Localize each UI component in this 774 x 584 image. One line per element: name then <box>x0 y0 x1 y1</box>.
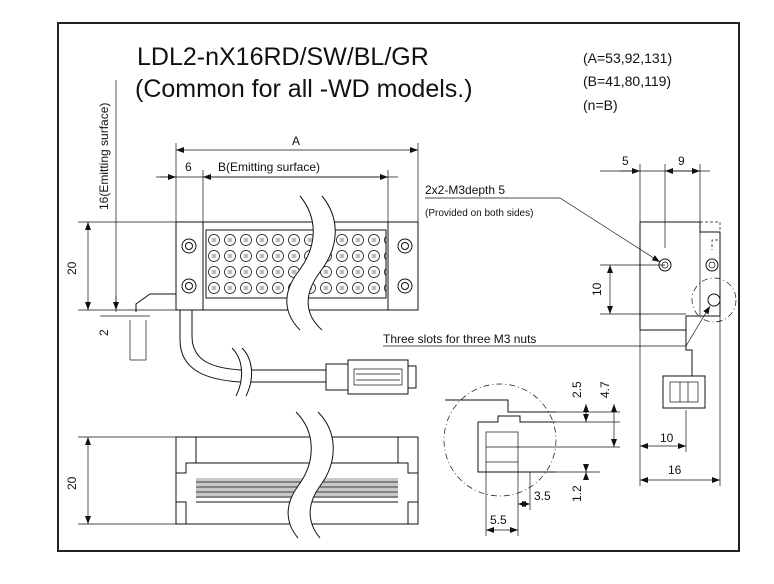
annotation-m3: 2x2-M3depth 5 <box>425 183 505 197</box>
dim-20-bottom-label: 20 <box>65 476 79 490</box>
dim-ten-bottom-label: 10 <box>660 431 674 445</box>
dim-2-5-label: 2.5 <box>570 381 584 398</box>
dim-20-top-label: 20 <box>65 261 79 275</box>
dim-six-label: 6 <box>185 160 192 174</box>
param-a: (A=53,92,131) <box>583 50 672 66</box>
annotation-slots: Three slots for three M3 nuts <box>383 332 536 346</box>
title-line-2: (Common for all -WD models.) <box>135 75 473 103</box>
annotations: 2x2-M3depth 5 (Provided on both sides) T… <box>383 183 711 347</box>
front-view: A 6 B(Emitting surface) 16(Emitting surf… <box>65 80 419 397</box>
title-line-1: LDL2-nX16RD/SW/BL/GR <box>137 43 429 71</box>
dim-1-2-label: 1.2 <box>570 485 584 502</box>
dim-3-5-label: 3.5 <box>534 489 551 503</box>
param-b: (B=41,80,119) <box>583 73 671 89</box>
dim-5-5-label: 5.5 <box>490 513 507 527</box>
side-view: 5 9 10 10 16 <box>590 154 737 486</box>
dim-nine-label: 9 <box>678 154 685 168</box>
dim-4-7-label: 4.7 <box>598 381 612 398</box>
param-n: (n=B) <box>583 97 618 113</box>
dim-ten-side-label: 10 <box>590 282 604 296</box>
dim-two-label: 2 <box>97 329 111 336</box>
annotation-both-sides: (Provided on both sides) <box>425 208 533 219</box>
dim-a-label: A <box>292 134 300 148</box>
dim-sixteen-label: 16 <box>668 463 682 477</box>
dim-b-label: B(Emitting surface) <box>218 160 320 174</box>
dim-five-label: 5 <box>622 154 629 168</box>
bottom-view: 20 <box>65 411 419 539</box>
slot-detail-view: 2.5 4.7 1.2 3.5 5.5 <box>443 381 620 536</box>
dim-emitting-16-label: 16(Emitting surface) <box>97 103 111 210</box>
